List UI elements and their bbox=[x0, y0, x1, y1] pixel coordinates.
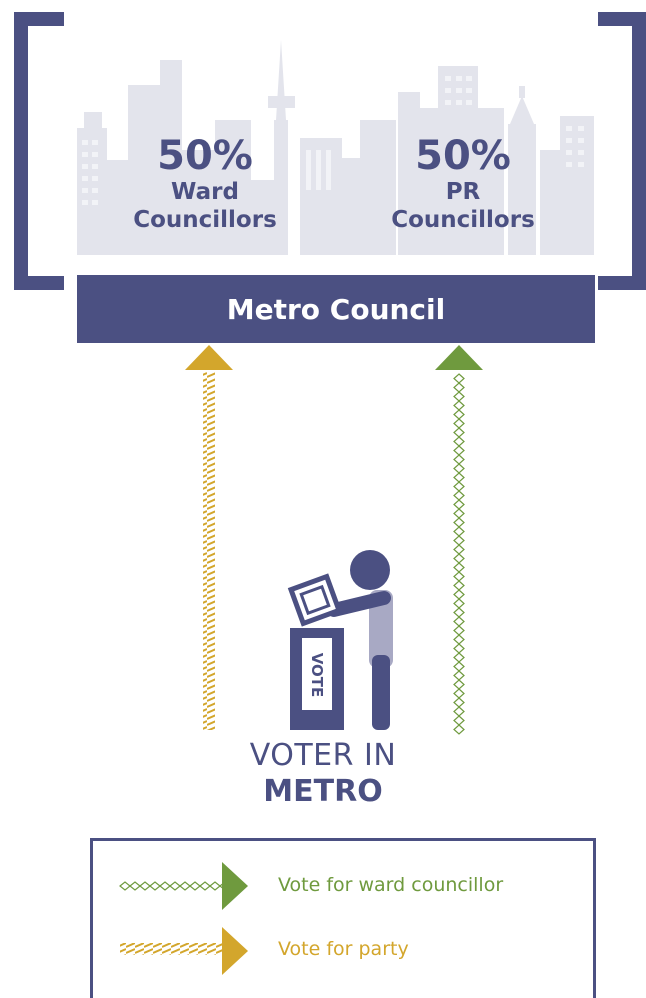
ballot-box-label-panel bbox=[302, 638, 332, 710]
ward-label-line1: Ward bbox=[171, 179, 239, 205]
legend-ward-symbol bbox=[119, 881, 231, 891]
legend-party-arrow-head bbox=[222, 927, 248, 975]
pr-percent: 50% bbox=[415, 133, 511, 179]
voter-arm bbox=[327, 591, 391, 617]
party-arrow-head bbox=[185, 345, 233, 370]
right-bracket-vertical bbox=[632, 12, 646, 290]
metro-council-bar: Metro Council bbox=[77, 275, 595, 343]
legend-ward-arrow-head bbox=[222, 862, 248, 910]
legend-party-text: Vote for party bbox=[278, 938, 409, 960]
left-bracket-top bbox=[14, 12, 64, 26]
ballot-papers bbox=[287, 573, 343, 627]
legend-party-symbol bbox=[120, 943, 222, 955]
voter-head bbox=[350, 550, 390, 590]
pr-label-line2: Councillors bbox=[391, 207, 535, 233]
ward-percent: 50% bbox=[157, 133, 253, 179]
pr-label-line1: PR bbox=[445, 179, 481, 205]
left-bracket-vertical bbox=[14, 12, 28, 290]
ward-label-line2: Councillors bbox=[133, 207, 277, 233]
ward-arrow-shaft bbox=[453, 373, 465, 735]
voter-torso bbox=[369, 590, 393, 668]
ward-arrow-head bbox=[435, 345, 483, 370]
voter-leg bbox=[372, 655, 390, 730]
party-arrow-shaft bbox=[203, 372, 215, 730]
right-bracket-bottom bbox=[598, 276, 646, 290]
right-bracket-top bbox=[598, 12, 646, 26]
city-skyline-illustration bbox=[77, 40, 594, 255]
voter-caption-line2: METRO bbox=[263, 774, 383, 809]
voter-caption-line1: VOTER IN bbox=[249, 738, 397, 773]
ward-councillors-group: 50% Ward Councillors bbox=[110, 134, 300, 234]
pr-councillors-group: 50% PR Councillors bbox=[368, 134, 558, 234]
legend-box bbox=[90, 838, 596, 998]
legend-ward-text: Vote for ward councillor bbox=[278, 874, 504, 896]
left-bracket-bottom bbox=[14, 276, 64, 290]
